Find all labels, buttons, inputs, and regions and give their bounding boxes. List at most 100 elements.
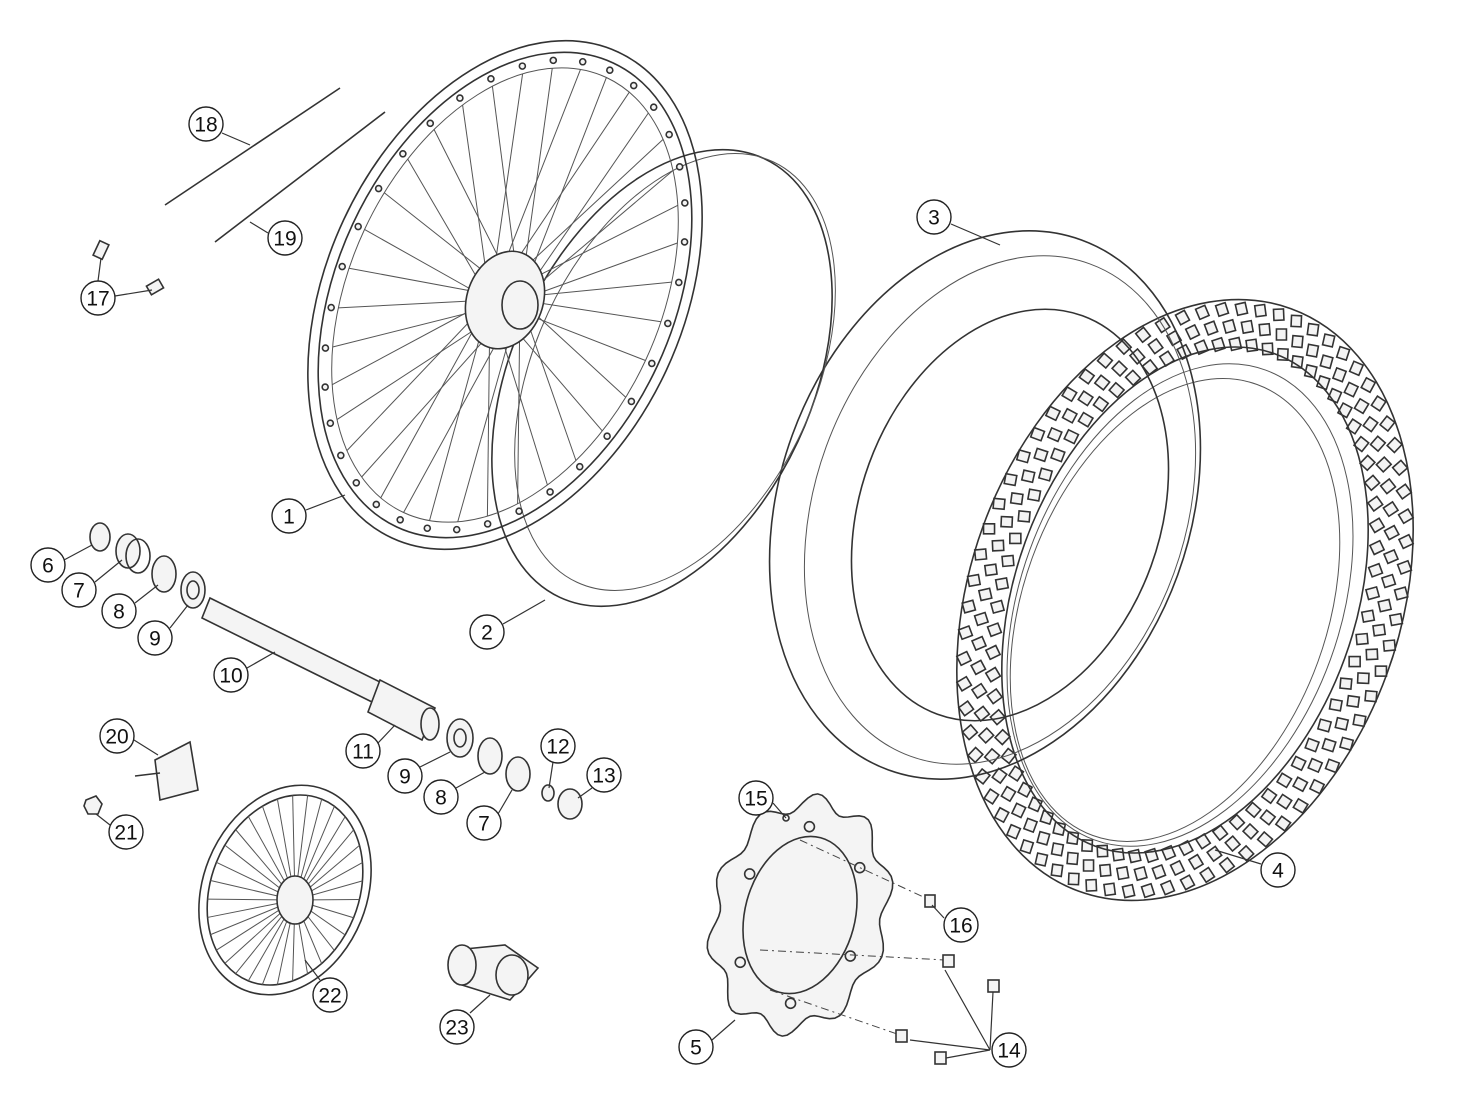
tread-block <box>1308 778 1326 795</box>
tread-block <box>1050 863 1064 878</box>
svg-text:7: 7 <box>478 813 490 836</box>
tread-block <box>1244 801 1262 819</box>
tread-block <box>1009 532 1022 545</box>
disc-bolt-hole <box>844 950 857 962</box>
tread-block <box>1115 865 1130 881</box>
svg-text:16: 16 <box>949 915 972 938</box>
tread-block <box>984 666 1002 683</box>
tread-block <box>1388 612 1404 627</box>
tread-block <box>1234 301 1249 317</box>
spoke-nipple <box>92 239 110 261</box>
spoke-part-19 <box>214 111 386 243</box>
tread-block <box>1077 390 1095 407</box>
tread-block <box>1000 747 1018 765</box>
tread-block <box>1184 323 1201 341</box>
tread-block <box>1275 772 1293 789</box>
spoke-nipple <box>546 488 554 496</box>
tread-block <box>1061 385 1078 403</box>
tire-tread <box>955 301 1415 899</box>
tread-block <box>1321 737 1337 753</box>
tread-block <box>1110 360 1129 378</box>
tread-block <box>1386 436 1404 454</box>
tread-block <box>1194 832 1212 850</box>
disc-bolt-hole <box>784 997 797 1010</box>
tread-block <box>970 659 987 676</box>
tread-block <box>1103 882 1117 897</box>
tread-block <box>1134 326 1152 344</box>
spoke-nipple <box>675 278 683 287</box>
spoke-nipple <box>483 520 492 528</box>
tread-block <box>1203 320 1219 337</box>
spoke <box>346 299 491 451</box>
tread-block <box>984 644 1002 661</box>
tread-block <box>1158 350 1176 368</box>
tread-block <box>1015 449 1032 464</box>
spoke-nipple <box>399 149 407 158</box>
tread-block <box>1395 483 1413 500</box>
tread-block <box>1036 830 1051 846</box>
callout-4: 4 <box>1260 852 1296 888</box>
tread-block <box>955 675 973 692</box>
tread-block <box>955 650 973 667</box>
tread-block <box>1121 883 1136 899</box>
callout-7: 7 <box>61 572 97 608</box>
svg-text:6: 6 <box>42 555 54 578</box>
spoke-nipple <box>354 222 362 231</box>
tread-block <box>1321 333 1336 348</box>
spoked-wheel <box>307 39 703 551</box>
tread-block <box>973 548 988 561</box>
tread-block <box>1366 495 1384 513</box>
spoke <box>519 242 678 301</box>
tread-block <box>1291 334 1304 349</box>
inner-tube <box>768 230 1202 780</box>
spoke-nipple <box>578 57 587 66</box>
wheel-spokes <box>321 56 689 534</box>
tread-block <box>1358 454 1377 472</box>
callout-17: 17 <box>80 280 116 316</box>
tread-block <box>974 767 992 785</box>
tread-block <box>991 539 1005 552</box>
tread-block <box>1305 343 1320 358</box>
tread-block <box>1258 322 1272 337</box>
tread-block <box>1353 397 1370 415</box>
spoke-nipple <box>649 103 658 112</box>
tread-block <box>1000 785 1017 803</box>
callout-labels: 1 2 3 4 5 6 7 8 9 10 11 9 8 7 12 13 14 1… <box>30 106 1296 1068</box>
right-bearing-stack <box>446 718 583 820</box>
tread-block <box>1017 510 1031 523</box>
tire <box>955 298 1415 902</box>
tread-block <box>1214 301 1230 318</box>
tread-block <box>957 700 975 717</box>
spoke-nipple <box>337 451 345 460</box>
tread-block <box>1274 815 1292 832</box>
tread-block <box>1307 757 1324 774</box>
tread-block <box>961 723 979 741</box>
tread-block <box>1324 758 1341 774</box>
callout-14: 14 <box>991 1032 1027 1068</box>
tread-block <box>973 705 991 723</box>
svg-text:20: 20 <box>105 726 128 749</box>
disc-bolt-hole <box>853 861 866 874</box>
tread-block <box>1369 435 1387 453</box>
tread-block <box>994 576 1010 591</box>
tread-block <box>977 587 993 602</box>
svg-text:1: 1 <box>283 506 295 529</box>
tread-block <box>1001 554 1015 568</box>
tread-block <box>1218 856 1236 874</box>
tread-block <box>1291 776 1309 793</box>
tread-block <box>1259 808 1277 826</box>
tread-block <box>1237 844 1255 862</box>
tread-block <box>1039 809 1055 826</box>
tread-block <box>1111 847 1125 862</box>
spoke-nipple <box>426 119 435 128</box>
tread-block <box>1044 405 1062 422</box>
tread-block <box>1096 352 1114 370</box>
tread-block <box>1082 859 1095 872</box>
tread-block <box>977 726 995 745</box>
tread-block <box>993 728 1012 746</box>
tread-block <box>1092 395 1110 413</box>
spoke-nipple <box>629 81 638 90</box>
disc-bolt-hole <box>803 820 816 833</box>
tread-block <box>1374 665 1388 677</box>
tread-block <box>1334 716 1350 731</box>
